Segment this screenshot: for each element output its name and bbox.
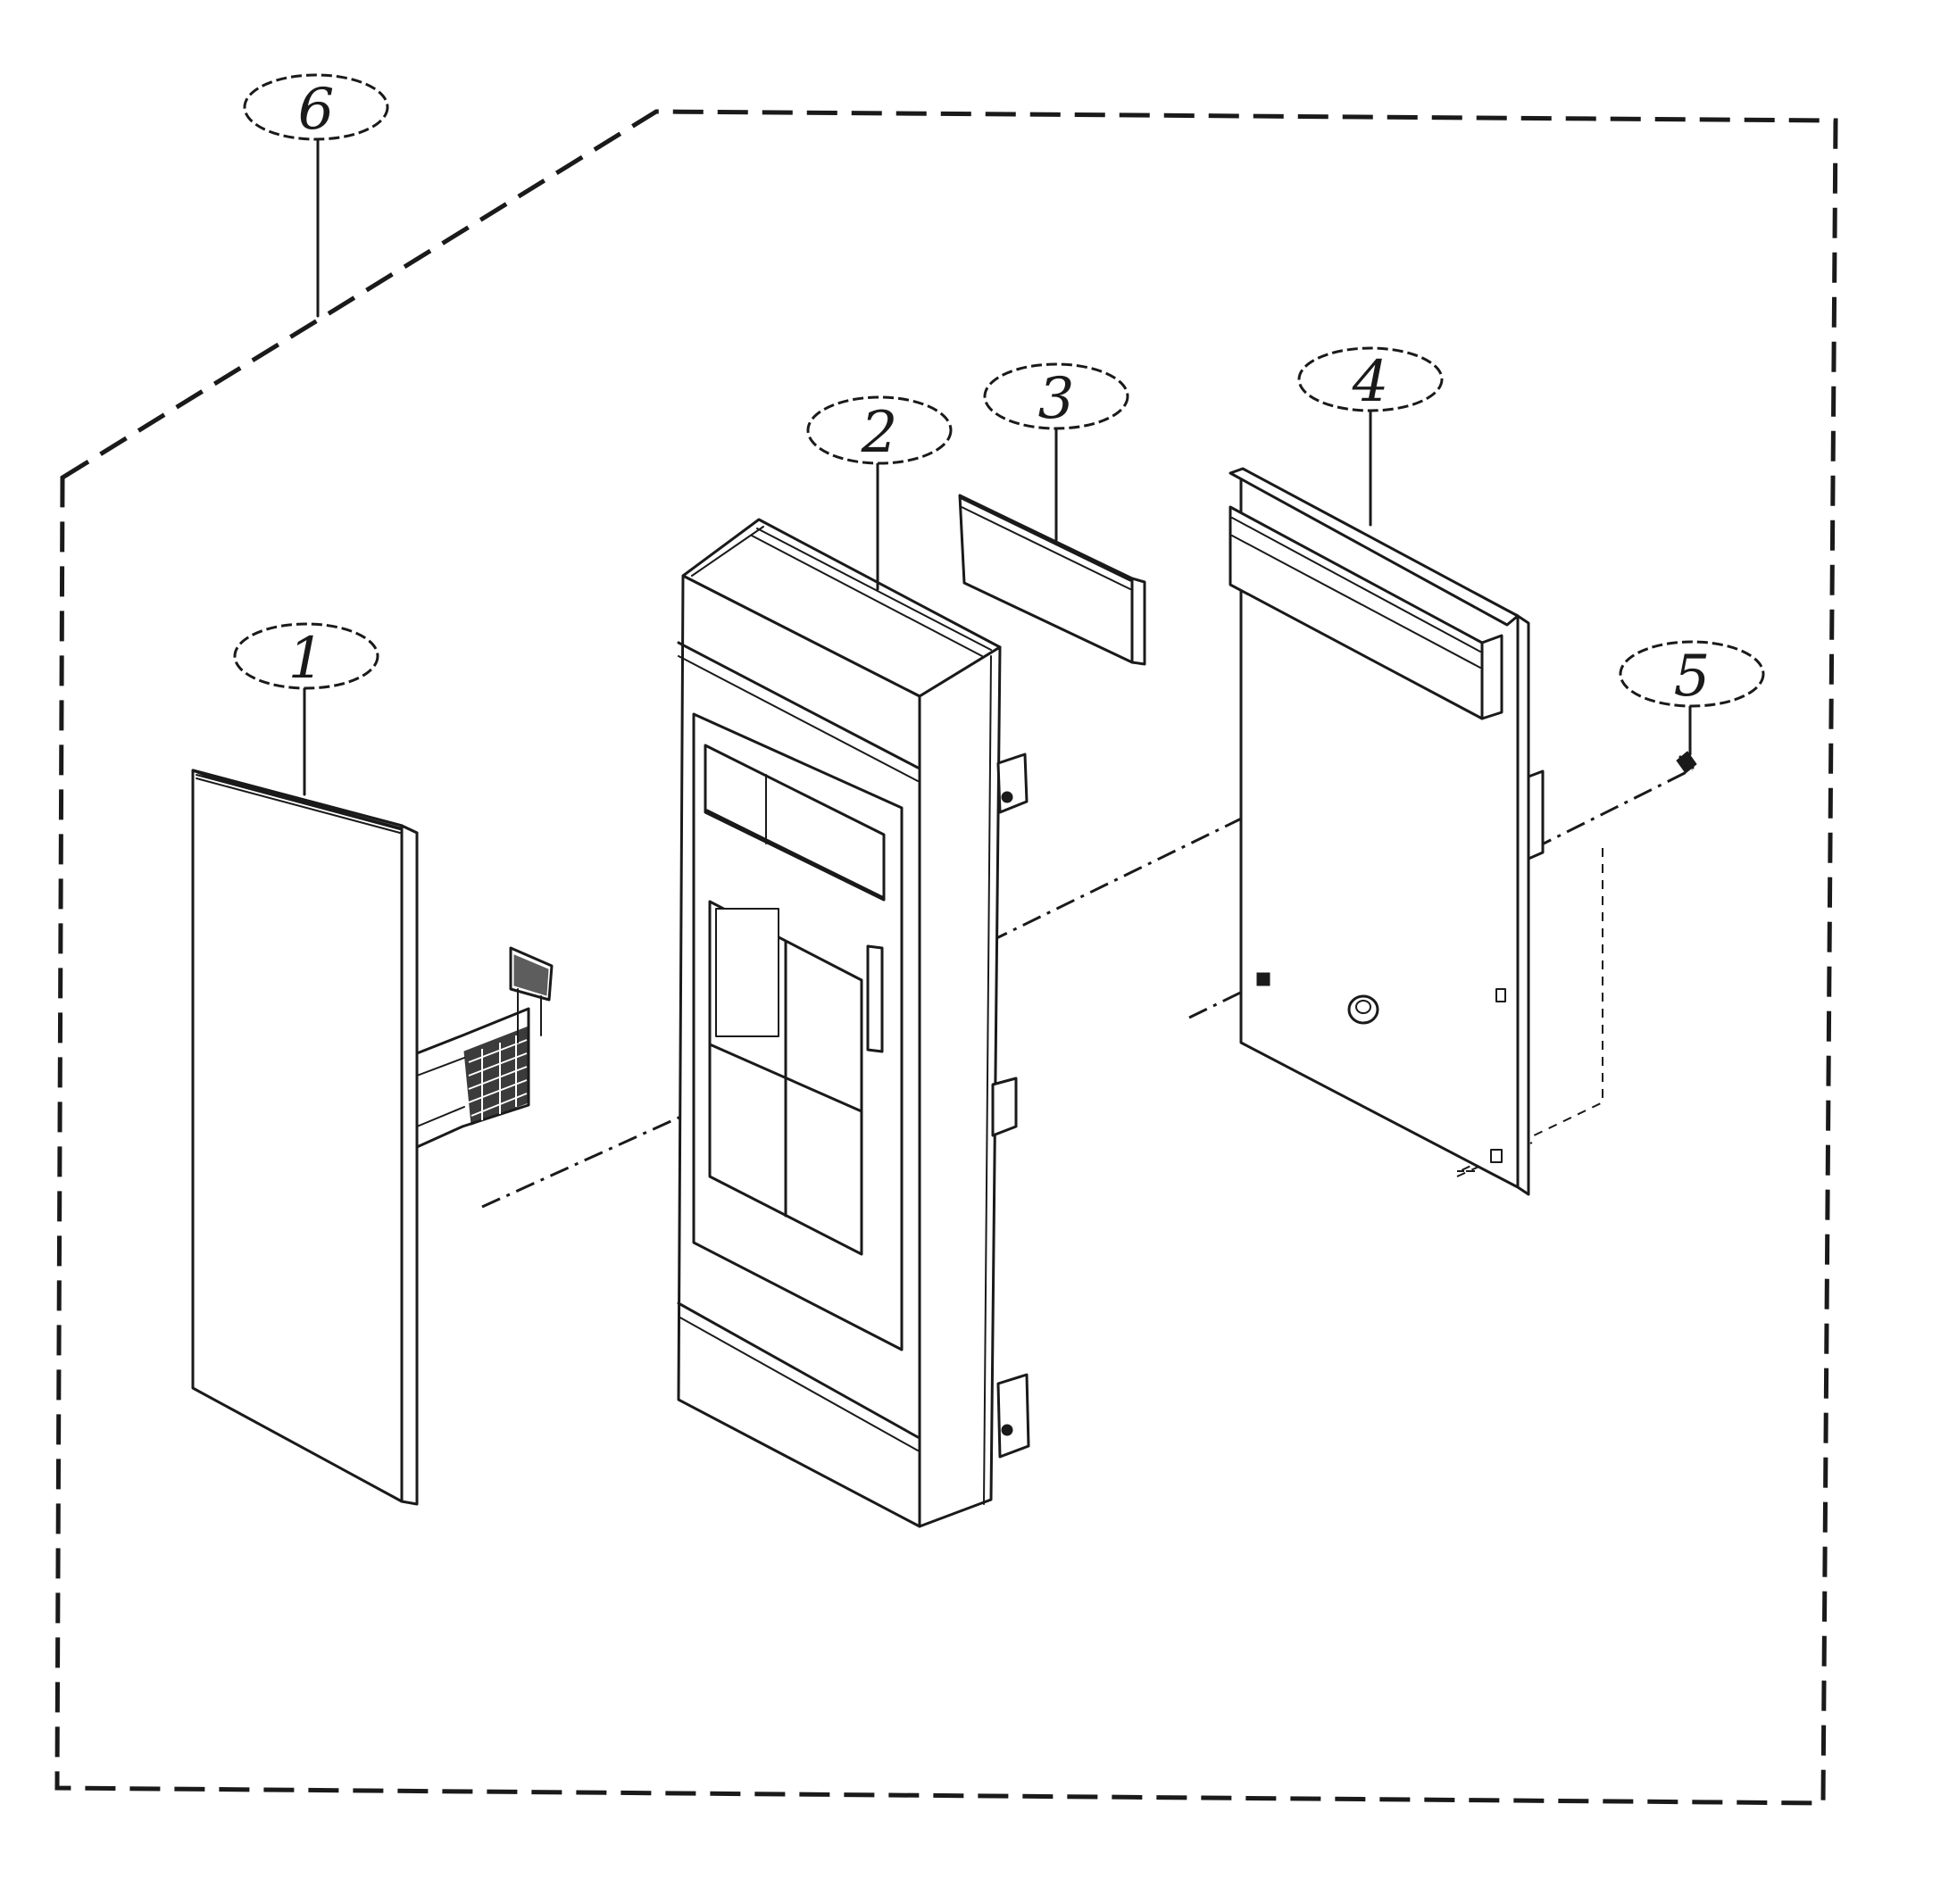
- upper-hinge-tab: [996, 752, 1029, 814]
- callout-2: 2: [806, 395, 953, 591]
- part-3-display-lens: [958, 494, 1146, 666]
- callout-4: 4: [1297, 346, 1444, 527]
- callout-1: 1: [233, 622, 379, 796]
- part-1-membrane-panel: [191, 769, 554, 1506]
- callout-label-4: 4: [1352, 349, 1389, 415]
- callout-label-2: 2: [861, 400, 898, 466]
- part-5-screw: [1676, 751, 1697, 774]
- indicator-slot: [866, 944, 884, 1053]
- display-window: [704, 744, 886, 902]
- callout-label-3: 3: [1038, 366, 1075, 432]
- top-rail: [1229, 467, 1520, 627]
- lower-hinge-tab: [996, 1373, 1030, 1459]
- part-4-base-plate: [1229, 467, 1545, 1196]
- part-2-control-frame: [677, 518, 1030, 1528]
- callout-3: 3: [983, 362, 1129, 542]
- axis-line-plate-center: [1188, 980, 1263, 1019]
- callout-5: 5: [1619, 640, 1765, 756]
- callout-label-5: 5: [1674, 644, 1711, 710]
- callout-label-6: 6: [298, 77, 335, 143]
- callout-label-1: 1: [288, 626, 325, 692]
- middle-hinge-tab: [991, 1077, 1018, 1137]
- callout-6: 6: [243, 73, 389, 318]
- mounting-hole: [1256, 972, 1270, 986]
- assembly-boundary-frame: [54, 109, 1838, 1806]
